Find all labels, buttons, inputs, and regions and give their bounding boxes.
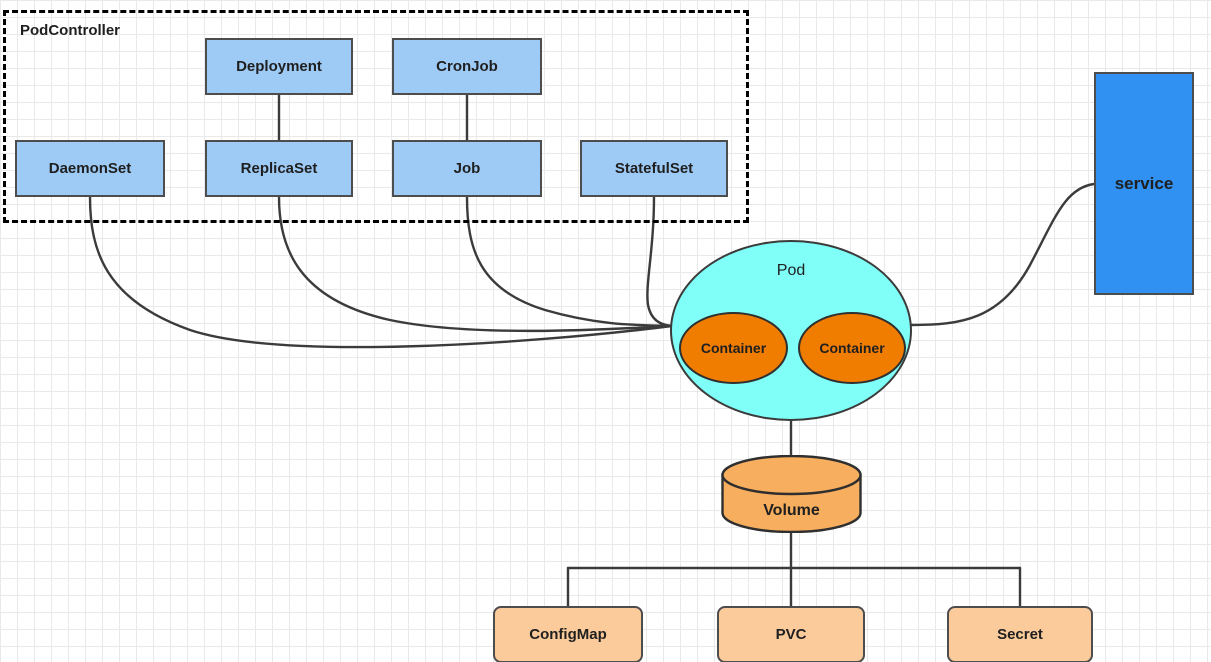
node-replicaset[interactable]: ReplicaSet (205, 140, 353, 197)
node-deployment[interactable]: Deployment (205, 38, 353, 95)
node-secret-label: Secret (997, 626, 1043, 643)
node-daemonset[interactable]: DaemonSet (15, 140, 165, 197)
node-replicaset-label: ReplicaSet (240, 160, 318, 177)
node-secret[interactable]: Secret (947, 606, 1093, 662)
edge-pod-service (910, 182, 1096, 327)
node-container-2-label: Container (819, 340, 885, 356)
node-pvc[interactable]: PVC (717, 606, 865, 662)
node-job-label: Job (453, 160, 481, 177)
volume-cylinder-shape (721, 454, 862, 534)
node-cronjob[interactable]: CronJob (392, 38, 542, 95)
node-container-1[interactable]: Container (679, 312, 788, 384)
node-service-label: service (1114, 173, 1174, 193)
podcontroller-group-label: PodController (20, 22, 120, 39)
node-pvc-label: PVC (775, 626, 807, 643)
node-volume[interactable]: Volume (721, 454, 862, 534)
node-configmap[interactable]: ConfigMap (493, 606, 643, 662)
node-statefulset-label: StatefulSet (614, 160, 694, 177)
node-container-1-label: Container (700, 340, 767, 356)
node-service[interactable]: service (1094, 72, 1194, 295)
node-cronjob-label: CronJob (436, 58, 498, 75)
node-container-2[interactable]: Container (798, 312, 906, 384)
node-statefulset[interactable]: StatefulSet (580, 140, 728, 197)
node-deployment-label: Deployment (236, 58, 322, 75)
node-job[interactable]: Job (392, 140, 542, 197)
node-pod-label: Pod (776, 262, 806, 279)
node-daemonset-label: DaemonSet (48, 160, 132, 177)
node-configmap-label: ConfigMap (529, 626, 607, 643)
